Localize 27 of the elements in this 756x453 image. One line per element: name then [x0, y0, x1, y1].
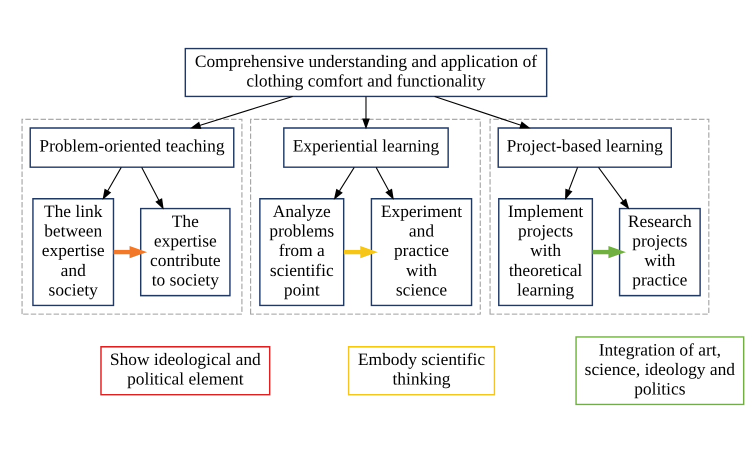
- arrow: [564, 167, 578, 200]
- node-box: Analyze problems from a scientific point: [258, 198, 344, 306]
- node-box: Experiment and practice with science: [370, 198, 472, 306]
- arrow: [102, 167, 122, 200]
- node-box: Show ideological and political element: [100, 346, 270, 396]
- cluster: [21, 118, 242, 315]
- node-box: Problem-oriented teaching: [29, 127, 234, 168]
- node-box: The link between expertise and society: [32, 198, 114, 306]
- arrow: [592, 246, 626, 258]
- node-box: Research projects with practice: [618, 208, 700, 296]
- node-box: The expertise contribute to society: [139, 208, 230, 296]
- node-box: Implement projects with theoretical learning: [498, 198, 593, 306]
- arrow: [113, 246, 147, 258]
- arrow: [434, 96, 530, 129]
- node-box: Comprehensive understanding and application of clothing comfort and functionality: [184, 48, 547, 98]
- arrow: [140, 167, 164, 210]
- node-box: Integration of art, science, ideology and politics: [574, 336, 744, 406]
- arrow: [362, 96, 370, 130]
- arrow: [598, 167, 629, 210]
- arrow: [375, 167, 394, 200]
- arrow: [333, 167, 354, 200]
- node-box: Embody scientific thinking: [347, 346, 495, 396]
- arrow: [189, 96, 292, 129]
- arrow: [343, 246, 378, 258]
- node-box: Experiential learning: [282, 127, 448, 168]
- cluster: [489, 118, 709, 315]
- node-box: Project-based learning: [497, 127, 672, 168]
